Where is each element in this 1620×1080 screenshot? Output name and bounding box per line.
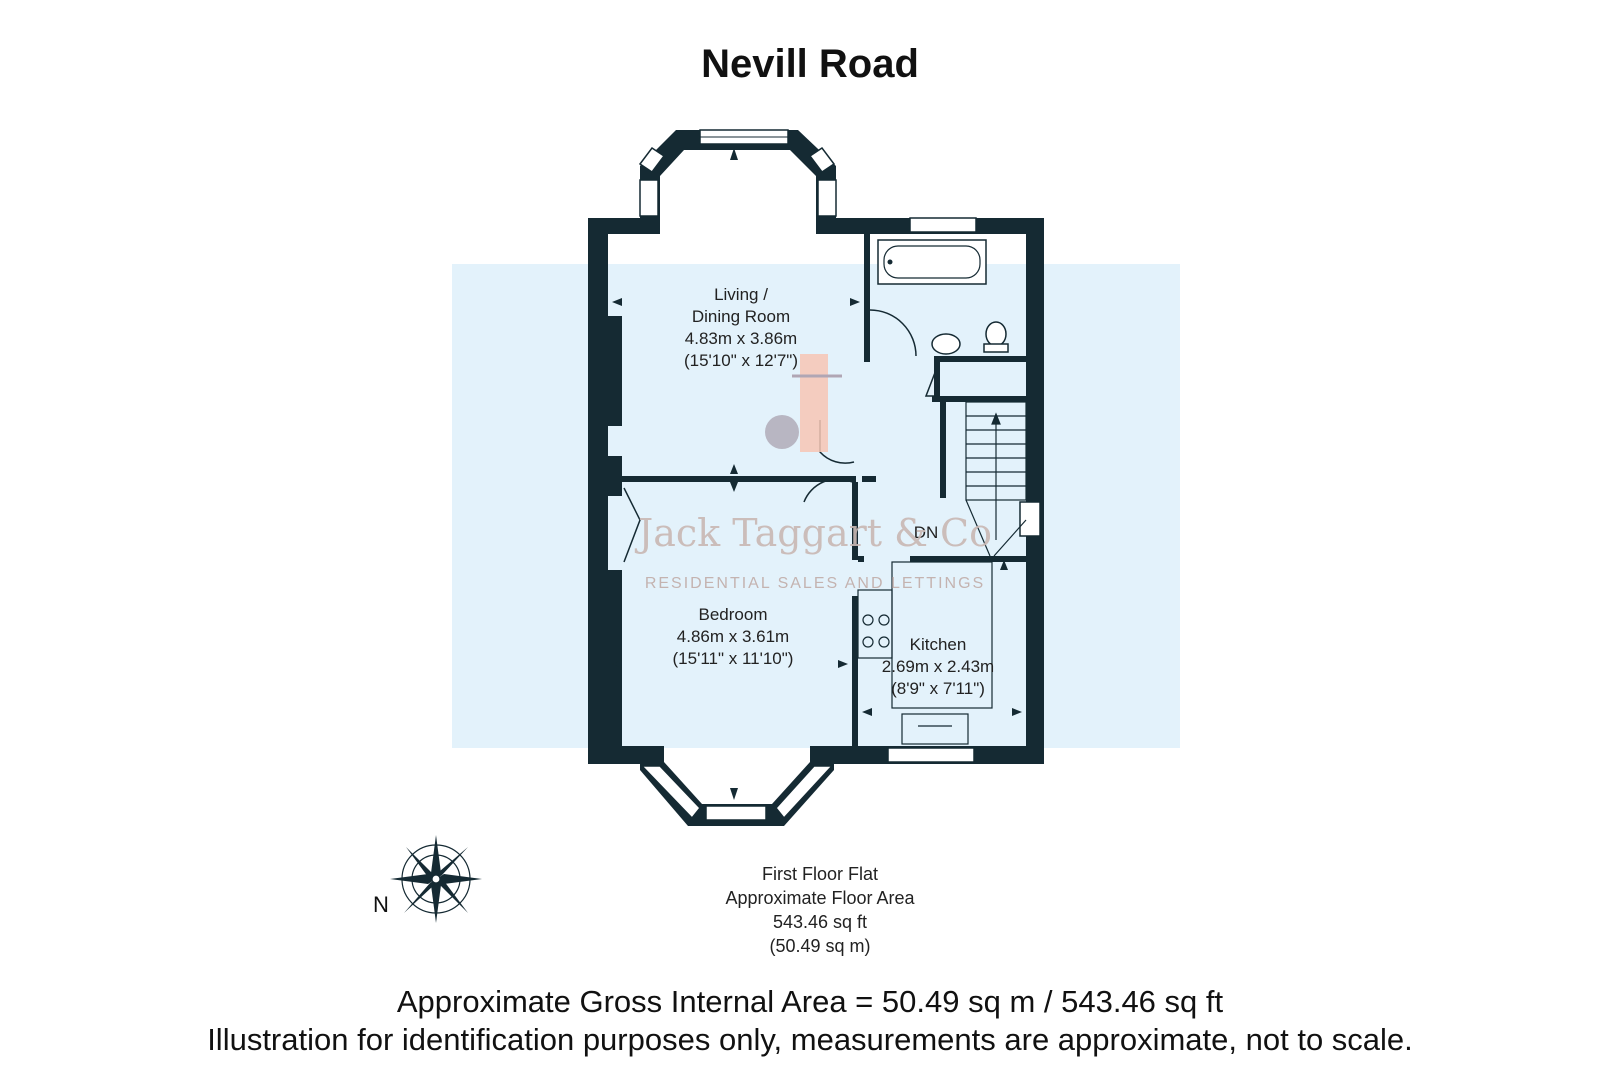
living-room-metric: 4.83m x 3.86m: [685, 329, 797, 348]
interior-walls: [606, 234, 1026, 746]
floor-area-label: Approximate Floor Area: [725, 888, 915, 908]
watermark-band: [452, 264, 1180, 748]
watermark-tagline: RESIDENTIAL SALES AND LETTINGS: [645, 575, 985, 592]
floor-area-sqm: (50.49 sq m): [769, 936, 871, 956]
stair-window: [1019, 501, 1041, 537]
bedroom-metric: 4.86m x 3.61m: [677, 627, 789, 646]
decor-circle: [765, 415, 799, 449]
living-room-imperial: (15'10" x 12'7"): [684, 351, 798, 370]
bathroom-window: [909, 217, 977, 233]
kitchen-name: Kitchen: [910, 635, 967, 654]
doors: [623, 309, 940, 563]
watermark-name: Jack Taggart & Co: [634, 511, 992, 555]
kitchen-units: [857, 561, 993, 745]
kitchen-window: [887, 747, 975, 763]
bedroom-imperial: (15'11" x 11'10"): [673, 649, 794, 668]
bottom-bay-window: [640, 762, 834, 826]
measurement-ticks: [612, 148, 1022, 800]
toilet: [983, 321, 1009, 353]
stairs-label: DN: [914, 523, 939, 542]
staircase: [965, 401, 1027, 557]
compass-rose-icon: [390, 835, 482, 923]
disclaimer-text: Illustration for identification purposes…: [207, 1022, 1413, 1057]
washbasin: [931, 333, 961, 355]
floor-name: First Floor Flat: [761, 864, 878, 884]
gross-area-text: Approximate Gross Internal Area = 50.49 …: [396, 984, 1224, 1019]
floor-area-sqft: 543.46 sq ft: [772, 912, 868, 932]
kitchen-metric: 2.69m x 2.43m: [882, 657, 994, 676]
kitchen-imperial: (8'9" x 7'11"): [891, 679, 985, 698]
living-room-name-2: Dining Room: [692, 307, 790, 326]
plan-title: Nevill Road: [701, 42, 919, 86]
bedroom-name: Bedroom: [699, 605, 768, 624]
living-room-name-1: Living /: [714, 285, 768, 304]
compass-north-letter: N: [373, 892, 389, 917]
floor-area-info: First Floor Flat Approximate Floor Area …: [600, 862, 1040, 958]
decor-accent: [800, 354, 828, 452]
bathtub: [877, 239, 987, 285]
top-bay-window: [638, 129, 837, 232]
